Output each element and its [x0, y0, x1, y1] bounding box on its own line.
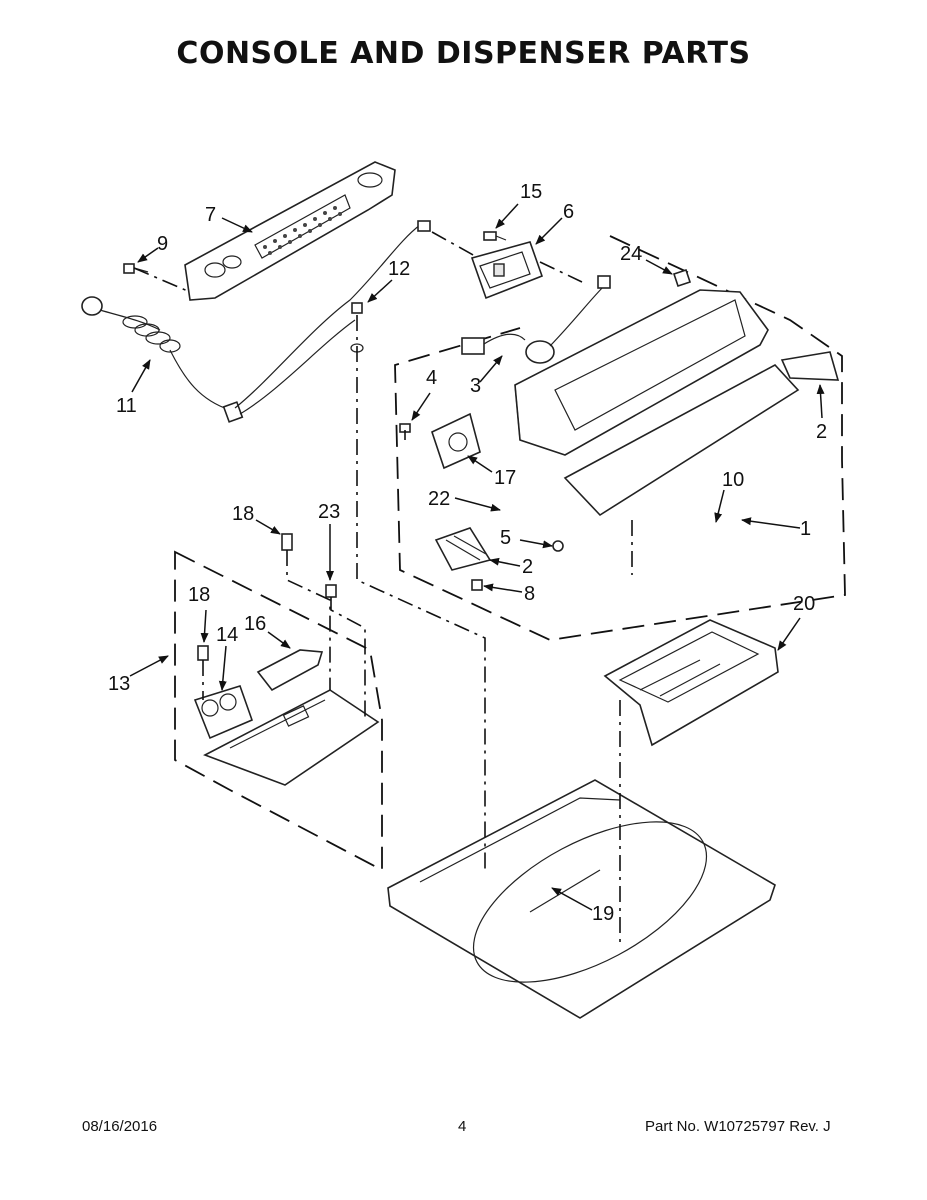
- console-housing: [514, 289, 769, 456]
- console-glass: [563, 364, 800, 517]
- callout-9: 9: [157, 233, 168, 255]
- callout-6: 6: [563, 201, 574, 223]
- assembly-connector-lines: [133, 231, 633, 945]
- callout-labels: 1 2 2 2 3 4 5 6 7 8 9 10 11 12 13 14 15 …: [108, 181, 827, 925]
- water-inlet-valve: [193, 685, 254, 740]
- lid-switch-harness: [461, 275, 611, 364]
- valve-bracket: [256, 649, 324, 692]
- callout-leaders: [129, 203, 825, 911]
- callout-19: 19: [592, 903, 614, 925]
- callout-15: 15: [520, 181, 542, 203]
- callout-18b: 18: [188, 584, 210, 606]
- callout-7: 7: [205, 204, 216, 226]
- screw-item-15: [483, 231, 507, 241]
- valve-mounting-plate: [203, 689, 380, 786]
- page-title: CONSOLE AND DISPENSER PARTS: [176, 36, 751, 71]
- washer-top-panel: [387, 779, 776, 1019]
- callout-22: 22: [428, 488, 450, 510]
- callout-14: 14: [216, 624, 238, 646]
- callout-12: 12: [388, 258, 410, 280]
- callout-10: 10: [722, 469, 744, 491]
- callout-2b: 2: [522, 556, 533, 578]
- screw-item-18-top: [281, 533, 293, 551]
- callout-16: 16: [244, 613, 266, 635]
- callout-23: 23: [318, 501, 340, 523]
- callout-13: 13: [108, 673, 130, 695]
- console-assembly-boundary: [394, 235, 846, 641]
- footer-part-number: Part No. W10725797 Rev. J: [645, 1118, 831, 1135]
- callout-4: 4: [426, 367, 437, 389]
- callout-18a: 18: [232, 503, 254, 525]
- callout-3: 3: [470, 375, 481, 397]
- callout-24: 24: [620, 243, 642, 265]
- footer-page-number: 4: [458, 1118, 467, 1135]
- callout-17: 17: [494, 467, 516, 489]
- callout-8: 8: [524, 583, 535, 605]
- user-interface-board: [470, 241, 544, 300]
- callout-5: 5: [500, 527, 511, 549]
- callout-2a: 2: [816, 421, 827, 443]
- screw-item-23: [325, 584, 337, 598]
- screw-item-8: [471, 579, 483, 591]
- lid-lock-module: [431, 412, 481, 470]
- callout-11: 11: [116, 395, 137, 417]
- clip-item-24: [672, 268, 692, 288]
- dispenser-drawer: [603, 619, 779, 747]
- console-rear-panel: [184, 161, 396, 301]
- fastener-item-5: [552, 540, 564, 552]
- power-cord: [81, 220, 431, 423]
- water-valve-assembly-boundary: [174, 550, 383, 872]
- clip-bottom: [434, 527, 492, 571]
- callout-20: 20: [793, 593, 815, 615]
- footer-date: 08/16/2016: [82, 1118, 158, 1135]
- clip-right: [780, 351, 840, 381]
- screw-item-18-left: [197, 645, 209, 661]
- callout-1: 1: [800, 518, 811, 540]
